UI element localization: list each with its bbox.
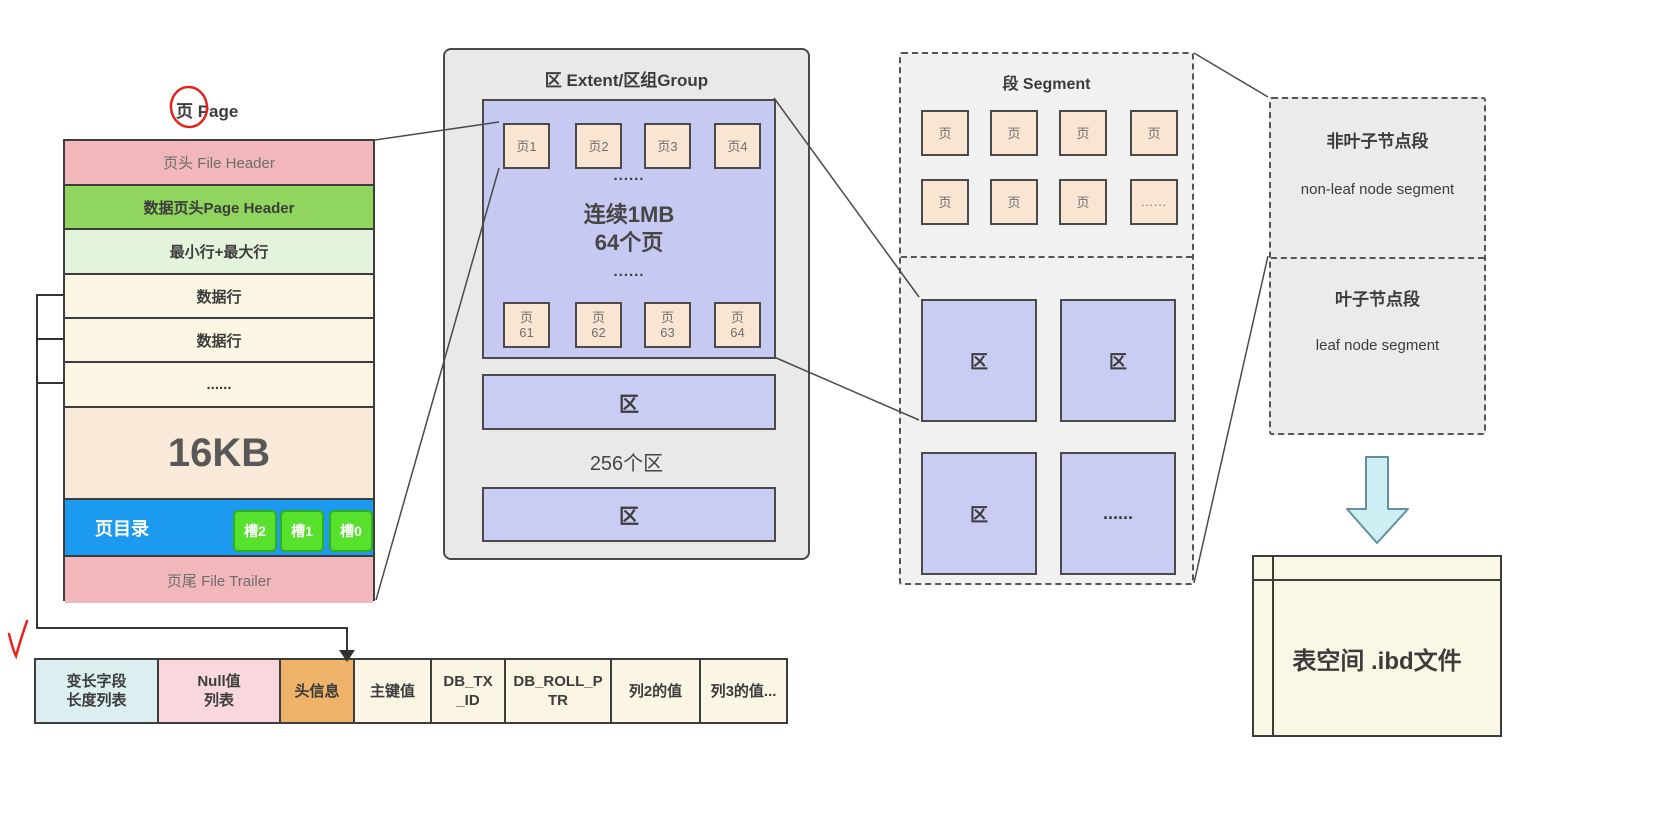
cell-line2: 63 [660,325,675,340]
extent-page-cell-4: 页4 [714,123,761,169]
page-row-data-2: 数据行 [65,319,373,363]
page-directory-row: 页目录 槽2 槽1 槽0 [65,500,373,557]
tablespace-inner-vline [1272,557,1274,735]
cell-line2: 64 [730,325,745,340]
cell-line1: 页 [730,310,744,325]
slot-2-badge: 槽2 [233,510,277,552]
record-row: 变长字段长度列表 Null值列表 头信息 主键值 DB_TX _ID DB_ROL… [34,658,788,724]
segment-page-cell-ellipsis: ...... [1130,179,1178,225]
extent-count-label: 256个区 [589,453,664,475]
segment-page-cell: 页 [990,179,1038,225]
cell-line2: 62 [591,325,606,340]
ellipsis-dots: ...... [613,167,645,184]
cell-line2: 61 [519,325,534,340]
segment-extent-cell: 区 [921,299,1037,422]
record-cell-col2-value: 列2的值 [610,658,701,724]
extent-pagecount-label: 64个页 [594,230,664,255]
cell-line1: 头信息 [294,682,340,700]
cell-line1: 列2的值 [628,682,683,700]
cell-line2: TR [548,692,568,709]
cell-line1: Null值 [197,673,241,690]
node-segment-divider [1271,257,1484,259]
cell-line2: _ID [456,692,480,709]
extent-page-cell-1: 页1 [503,123,550,169]
segment-page-cell: 页 [921,110,969,156]
ellipsis-dots: ...... [613,263,645,280]
extent-page-cell-2: 页2 [575,123,622,169]
record-cell-header-info: 头信息 [279,658,355,724]
slot-1-badge: 槽1 [280,510,324,552]
page-row-data-1: 数据行 [65,275,373,319]
record-cell-db-tx-id: DB_TX _ID [430,658,506,724]
cell-line2: 长度列表 [66,692,127,709]
record-cell-primary-key: 主键值 [353,658,432,724]
cell-line1: 主键值 [369,682,415,700]
tablespace-box: 表空间 .ibd文件 [1252,555,1502,737]
extent-page-cell-3: 页3 [644,123,691,169]
non-leaf-segment-label-en: non-leaf node segment [1300,181,1455,198]
segment-page-cell: 页 [1059,110,1107,156]
page-directory-label: 页目录 [95,518,149,539]
segment-divider [901,256,1192,258]
tablespace-inner-hline [1254,579,1500,581]
record-cell-col3-value: 列3的值... [699,658,788,724]
extent-size-label: 连续1MB [583,202,675,227]
record-cell-varlen-list: 变长字段长度列表 [34,658,159,724]
page-row-file-header: 页头 File Header [65,141,373,186]
segment-page-cell: 页 [990,110,1038,156]
cell-line1: 列3的值... [710,682,777,700]
segment-page-cell: 页 [1130,110,1178,156]
segment-extent-cell-ellipsis: ...... [1060,452,1176,575]
page-row-file-trailer: 页尾 File Trailer [65,557,373,603]
connector-segment-to-nodebox-bottom [1193,255,1269,584]
cell-line2: 列表 [203,692,234,709]
segment-extent-cell: 区 [921,452,1037,575]
segment-page-cell: 页 [1059,179,1107,225]
leaf-segment-label-zh: 叶子节点段 [1335,290,1420,309]
non-leaf-segment-label-zh: 非叶子节点段 [1326,132,1429,151]
down-arrow-icon [1346,456,1409,544]
page-row-ellipsis: ...... [65,363,373,408]
segment-page-cell: 页 [921,179,969,225]
connector-segment-to-nodebox-top [1193,52,1269,98]
record-cell-db-roll-ptr: DB_ROLL_P TR [504,658,612,724]
page-row-min-max: 最小行+最大行 [65,230,373,275]
record-cell-null-list: Null值列表 [157,658,281,724]
tablespace-label: 表空间 .ibd文件 [1292,647,1462,675]
segment-extent-cell: 区 [1060,299,1176,422]
page-row-page-header: 数据页头Page Header [65,186,373,230]
cell-line1: DB_ROLL_P [513,673,603,690]
node-segment-box: 非叶子节点段 non-leaf node segment 叶子节点段 leaf … [1269,97,1486,435]
page-title: 页 Page [176,102,239,121]
cell-line1: 页 [660,310,674,325]
slot-0-badge: 槽0 [329,510,373,552]
segment-title: 段 Segment [1002,76,1091,93]
cell-line1: 页 [519,310,533,325]
extent-bar-2: 区 [482,487,776,542]
leaf-segment-label-en: leaf node segment [1315,337,1440,354]
red-checkmark-annotation [7,619,29,660]
page-row-size: 16KB [65,408,373,500]
segment-panel: 段 Segment 页 页 页 页 页 页 页 ...... 区 区 区 ...… [899,52,1194,585]
extent-panel: 区 Extent/区组Group 页1 页2 页3 页4 ...... 连续1M… [443,48,810,560]
cell-line1: DB_TX [443,673,493,690]
cell-line1: 页 [591,310,605,325]
page-structure: 页头 File Header 数据页头Page Header 最小行+最大行 数… [63,139,375,603]
extent-title: 区 Extent/区组Group [544,71,709,90]
cell-line1: 变长字段 [66,673,127,690]
extent-bar-1: 区 [482,374,776,430]
